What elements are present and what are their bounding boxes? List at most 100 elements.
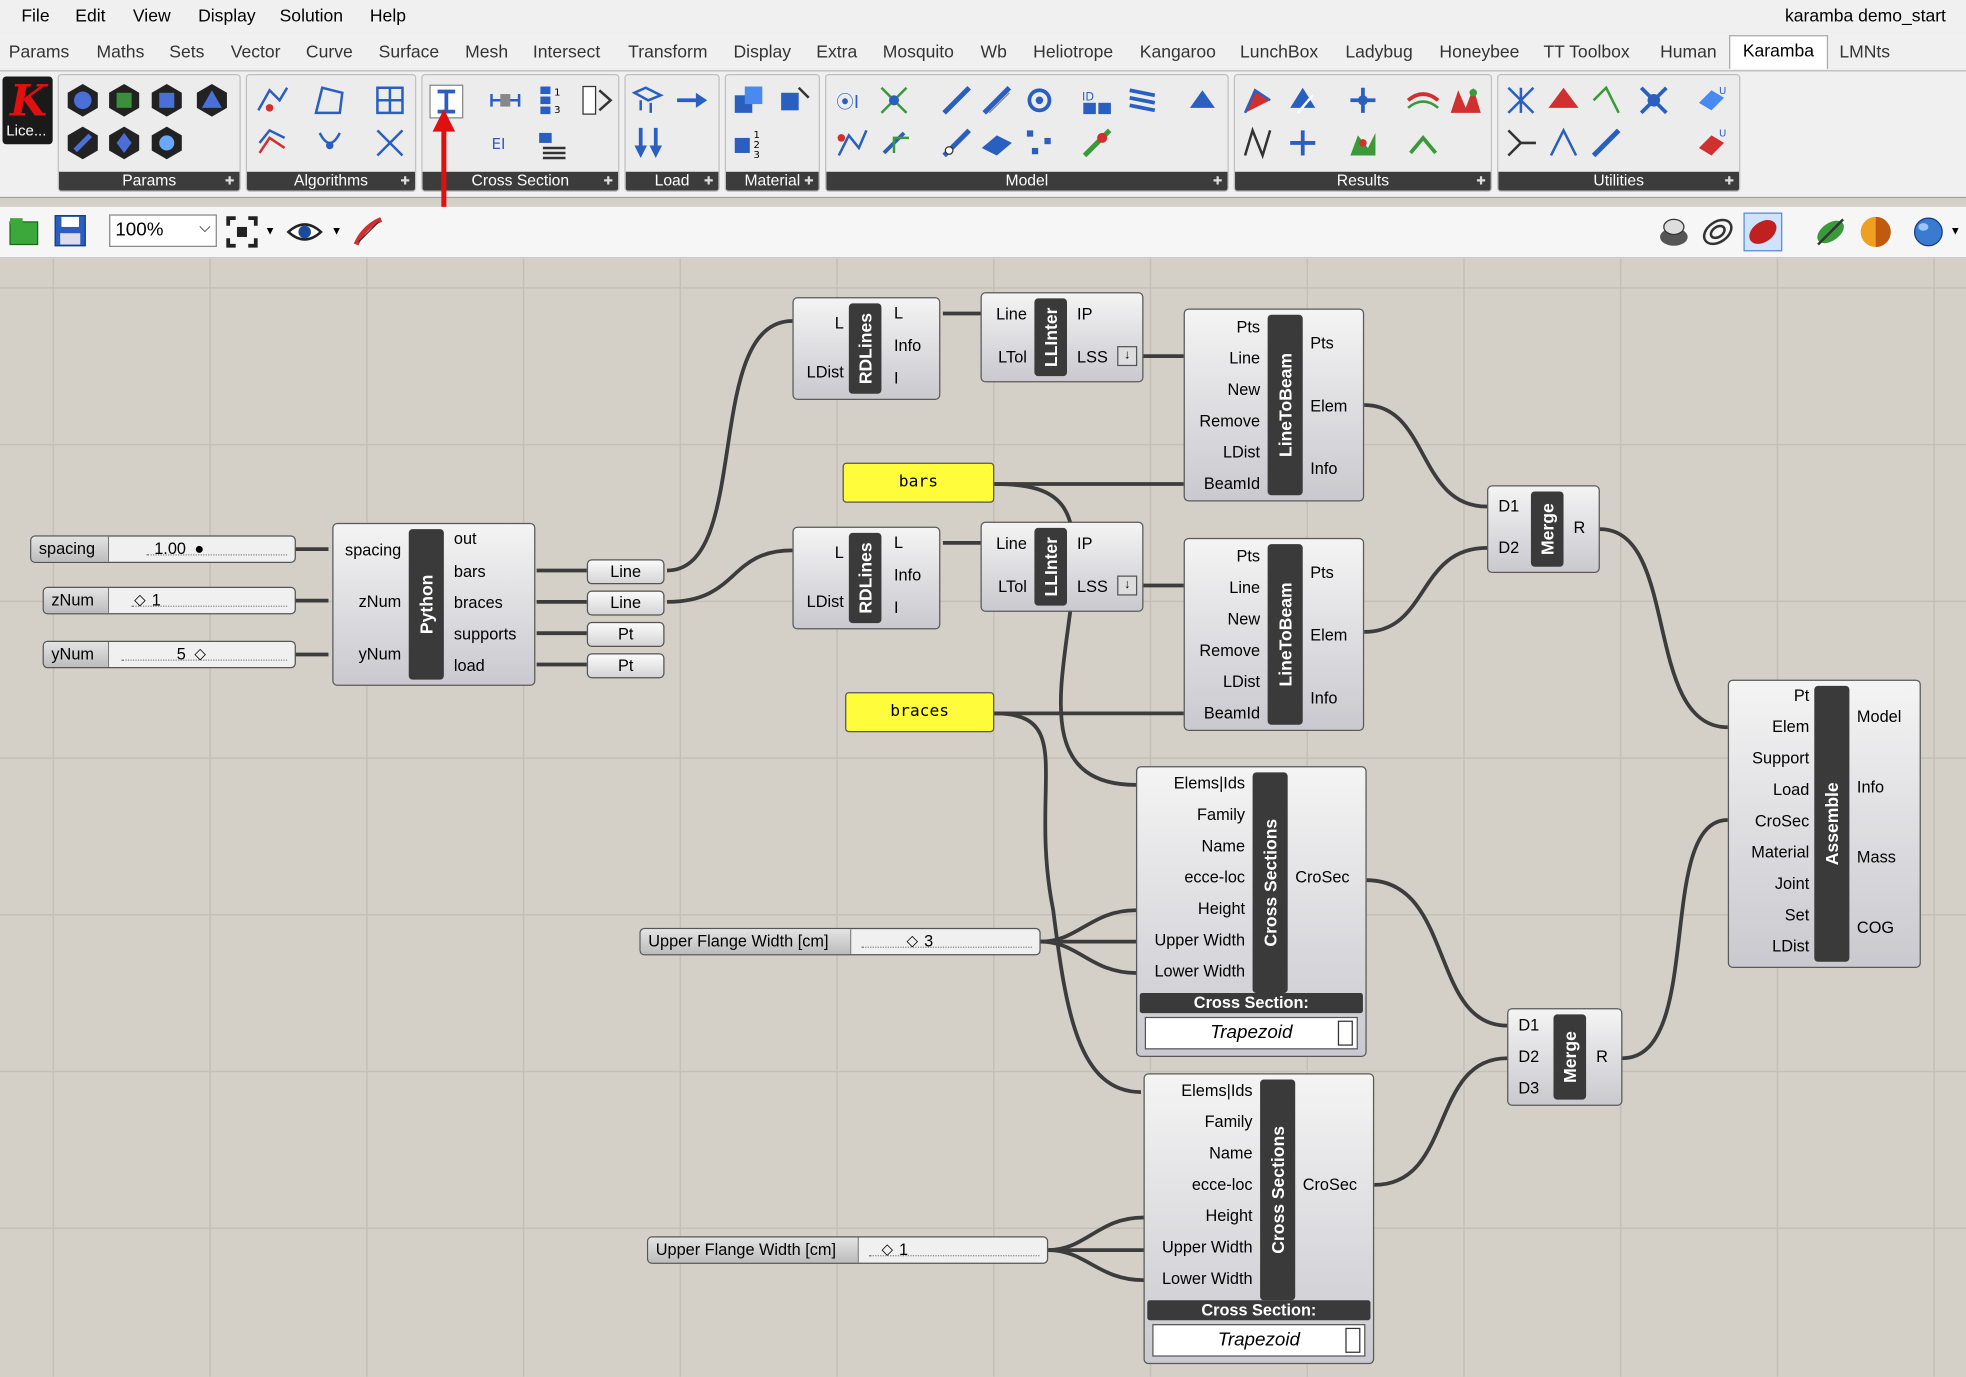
cross-section-family-dropdown[interactable]: Trapezoid [1144, 1016, 1358, 1050]
menu-file[interactable]: File [21, 5, 50, 26]
preview-shaded-icon[interactable] [1743, 212, 1783, 252]
input-ltol[interactable]: LTol [998, 347, 1027, 367]
save-icon[interactable] [53, 213, 88, 248]
tab-transform[interactable]: Transform [628, 41, 708, 62]
slider-track[interactable] [861, 937, 1032, 948]
sphere-icon[interactable] [1911, 214, 1946, 249]
load-icon[interactable] [631, 83, 666, 118]
param-icon[interactable] [149, 125, 184, 160]
input-upper-width[interactable]: Upper Width [1154, 930, 1246, 950]
output-crosec[interactable]: CroSec [1295, 867, 1350, 887]
input-beamid[interactable]: BeamId [1203, 703, 1261, 723]
input-znum[interactable]: zNum [358, 591, 402, 611]
input-line[interactable]: Line [996, 534, 1027, 553]
analysis-icon[interactable] [312, 125, 347, 160]
input-line[interactable]: Line [1229, 348, 1261, 368]
menu-help[interactable]: Help [369, 5, 406, 26]
results-icon[interactable] [1406, 125, 1441, 160]
input-l[interactable]: L [834, 542, 844, 562]
python-component[interactable]: spacing zNum yNum Python out bars braces… [332, 522, 536, 686]
ynum-slider[interactable]: yNum 5 ◇ [42, 640, 296, 669]
znum-slider[interactable]: zNum ◇ 1 [42, 586, 296, 615]
results-icon[interactable] [1345, 83, 1380, 118]
input-ecce-loc[interactable]: ecce-loc [1184, 867, 1246, 887]
tab-params[interactable]: Params [8, 41, 70, 62]
model-icon[interactable] [1022, 83, 1057, 118]
rdlines-component[interactable]: L LDist RDLines L Info I [792, 297, 941, 400]
merge-component[interactable]: D1 D2 Merge R [1487, 485, 1600, 574]
utility-icon[interactable] [1546, 83, 1581, 118]
load-icon[interactable] [673, 83, 708, 118]
input-remove[interactable]: Remove [1199, 640, 1261, 660]
input-family[interactable]: Family [1204, 1112, 1253, 1131]
input-lower-width[interactable]: Lower Width [1154, 961, 1246, 981]
input-elems-ids[interactable]: Elems|Ids [1181, 1080, 1253, 1100]
braces-panel[interactable]: braces [845, 692, 995, 733]
model-icon[interactable]: ID [1080, 83, 1115, 118]
panel-material-label[interactable]: Material [725, 171, 819, 191]
output-i[interactable]: I [893, 368, 899, 388]
panel-params-label[interactable]: Params [58, 171, 240, 191]
spacing-slider[interactable]: spacing 1.00 ● [30, 535, 296, 563]
point-param[interactable]: Pt [586, 621, 665, 647]
input-ldist[interactable]: LDist [1222, 442, 1261, 462]
output-r[interactable]: R [1573, 517, 1586, 537]
panel-algorithms-label[interactable]: Algorithms [247, 171, 416, 191]
open-folder-icon[interactable] [8, 214, 41, 247]
input-family[interactable]: Family [1197, 804, 1246, 824]
tab-heliotrope[interactable]: Heliotrope [1033, 41, 1114, 62]
zoom-dropdown[interactable]: 100%⌵ [109, 214, 217, 248]
output-elem[interactable]: Elem [1310, 396, 1348, 416]
input-name[interactable]: Name [1209, 1143, 1253, 1163]
tab-ladybug[interactable]: Ladybug [1345, 41, 1413, 62]
output-crosec[interactable]: CroSec [1302, 1174, 1358, 1194]
model-icon[interactable] [1022, 125, 1057, 160]
cross-section-icon[interactable] [578, 83, 613, 118]
model-icon[interactable] [876, 125, 911, 160]
input-pts[interactable]: Pts [1236, 317, 1261, 337]
preview-wire-icon[interactable] [1700, 214, 1735, 249]
chevron-down-icon[interactable]: ▼ [264, 224, 276, 237]
cross-section-icon[interactable] [535, 125, 570, 160]
input-ldist[interactable]: LDist [806, 591, 844, 611]
utility-icon[interactable] [1589, 83, 1624, 118]
output-i[interactable]: I [893, 598, 899, 617]
input-name[interactable]: Name [1201, 836, 1246, 856]
utility-icon[interactable] [1589, 125, 1624, 160]
tab-maths[interactable]: Maths [96, 41, 145, 62]
zoom-extents-icon[interactable] [226, 216, 259, 249]
input-support[interactable]: Support [1752, 748, 1810, 768]
output-pts[interactable]: Pts [1310, 333, 1334, 353]
input-d1[interactable]: D1 [1498, 496, 1520, 516]
input-ldist[interactable]: LDist [1222, 672, 1261, 691]
material-icon[interactable]: 123 [731, 125, 766, 160]
output-supports[interactable]: supports [453, 624, 517, 644]
model-icon[interactable] [834, 125, 869, 160]
slider-track[interactable] [146, 544, 288, 556]
tab-mosquito[interactable]: Mosquito [882, 41, 954, 62]
upper-flange-width-slider[interactable]: Upper Flange Width [cm] ◇ 1 [646, 1236, 1049, 1264]
utility-icon[interactable]: U [1694, 83, 1729, 118]
cross-section-icon[interactable] [488, 83, 523, 118]
input-pts[interactable]: Pts [1236, 546, 1261, 566]
point-param[interactable]: Pt [586, 653, 665, 679]
input-line[interactable]: Line [996, 304, 1027, 324]
output-lss[interactable]: LSS [1077, 576, 1108, 596]
results-icon[interactable] [1406, 83, 1441, 118]
menu-display[interactable]: Display [198, 5, 256, 26]
input-material[interactable]: Material [1751, 842, 1810, 862]
analysis-icon[interactable] [372, 125, 407, 160]
tab-mesh[interactable]: Mesh [465, 41, 509, 62]
output-ip[interactable]: IP [1077, 304, 1093, 324]
output-info[interactable]: Info [893, 336, 922, 355]
model-icon[interactable] [979, 83, 1014, 118]
input-d1[interactable]: D1 [1518, 1015, 1540, 1035]
sketch-pen-icon[interactable] [351, 214, 386, 249]
model-icon[interactable] [1125, 83, 1160, 118]
input-d2[interactable]: D2 [1498, 537, 1520, 557]
results-icon[interactable] [1285, 83, 1320, 118]
input-joint[interactable]: Joint [1774, 873, 1810, 893]
input-upper-width[interactable]: Upper Width [1161, 1237, 1253, 1257]
input-ynum[interactable]: yNum [358, 644, 402, 664]
llinter-component[interactable]: Line LTol LLInter IP LSS ↓ [980, 521, 1144, 612]
